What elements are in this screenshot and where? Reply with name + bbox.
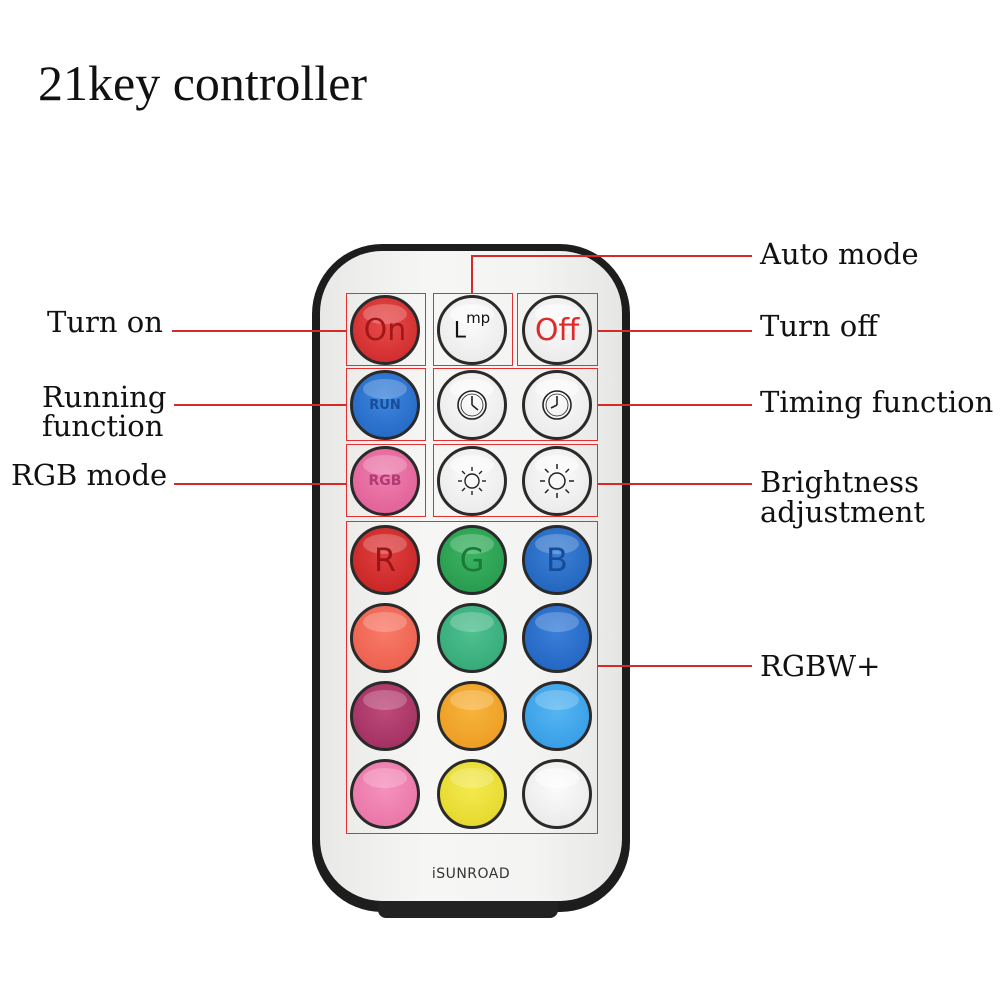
green-button[interactable]: G <box>437 525 507 595</box>
callout-turn-on: Turn on <box>47 305 163 339</box>
callout-brightness-line2: adjustment <box>760 495 926 529</box>
lamp-label-base: L <box>453 318 467 344</box>
color-button-yellow[interactable] <box>437 759 507 829</box>
callout-rgb-mode: RGB mode <box>11 458 168 492</box>
auto-mode-button[interactable]: Lmp <box>437 295 507 365</box>
run-button-label: RUN <box>369 397 401 413</box>
color-button-salmon[interactable] <box>350 603 420 673</box>
callout-running-line2: function <box>42 409 164 443</box>
frame-timing <box>433 368 598 441</box>
run-button[interactable]: RUN <box>350 370 420 440</box>
frame-auto-mode <box>433 293 513 366</box>
callout-brightness-line1: Brightness <box>760 465 919 499</box>
frame-turn-on <box>346 293 426 366</box>
color-button-pink[interactable] <box>350 759 420 829</box>
clock-icon <box>542 390 572 420</box>
blue-button-label: B <box>546 541 568 579</box>
color-button-blue[interactable] <box>522 603 592 673</box>
timer-button-1[interactable] <box>437 370 507 440</box>
sun-large-icon <box>540 464 574 498</box>
frame-rgb-mode <box>346 444 426 517</box>
brightness-up-button[interactable] <box>522 446 592 516</box>
frame-running <box>346 368 426 441</box>
frame-turn-off <box>517 293 598 366</box>
rgb-mode-button[interactable]: RGB <box>350 446 420 516</box>
frame-brightness <box>433 444 598 517</box>
red-button[interactable]: R <box>350 525 420 595</box>
green-button-label: G <box>459 541 485 579</box>
color-button-sky[interactable] <box>522 681 592 751</box>
color-button-amber[interactable] <box>437 681 507 751</box>
rgb-button-label: RGB <box>368 473 402 489</box>
off-button[interactable]: Off <box>522 295 592 365</box>
lamp-icon: Lmp <box>453 311 490 344</box>
callout-turn-off: Turn off <box>760 309 878 343</box>
red-button-label: R <box>373 541 397 579</box>
on-button[interactable]: On <box>350 295 420 365</box>
color-button-teal[interactable] <box>437 603 507 673</box>
brightness-down-button[interactable] <box>437 446 507 516</box>
callout-auto-mode: Auto mode <box>760 237 919 271</box>
callout-running-line1: Running <box>42 380 167 414</box>
lamp-label-sup: mp <box>466 309 491 328</box>
off-button-label: Off <box>534 312 580 348</box>
sun-small-icon <box>458 467 486 495</box>
brand-label: iSUNROAD <box>431 866 511 882</box>
blue-button[interactable]: B <box>522 525 592 595</box>
frame-rgbw <box>346 521 598 834</box>
clock-icon <box>457 390 487 420</box>
callout-timing: Timing function <box>760 385 994 419</box>
color-button-plum[interactable] <box>350 681 420 751</box>
page-title: 21key controller <box>38 55 368 111</box>
remote-battery-cover <box>378 896 558 918</box>
on-button-label: On <box>363 312 407 348</box>
leader-auto-mode <box>471 255 752 293</box>
color-button-white[interactable] <box>522 759 592 829</box>
timer-button-2[interactable] <box>522 370 592 440</box>
callout-rgbw: RGBW+ <box>760 649 881 683</box>
